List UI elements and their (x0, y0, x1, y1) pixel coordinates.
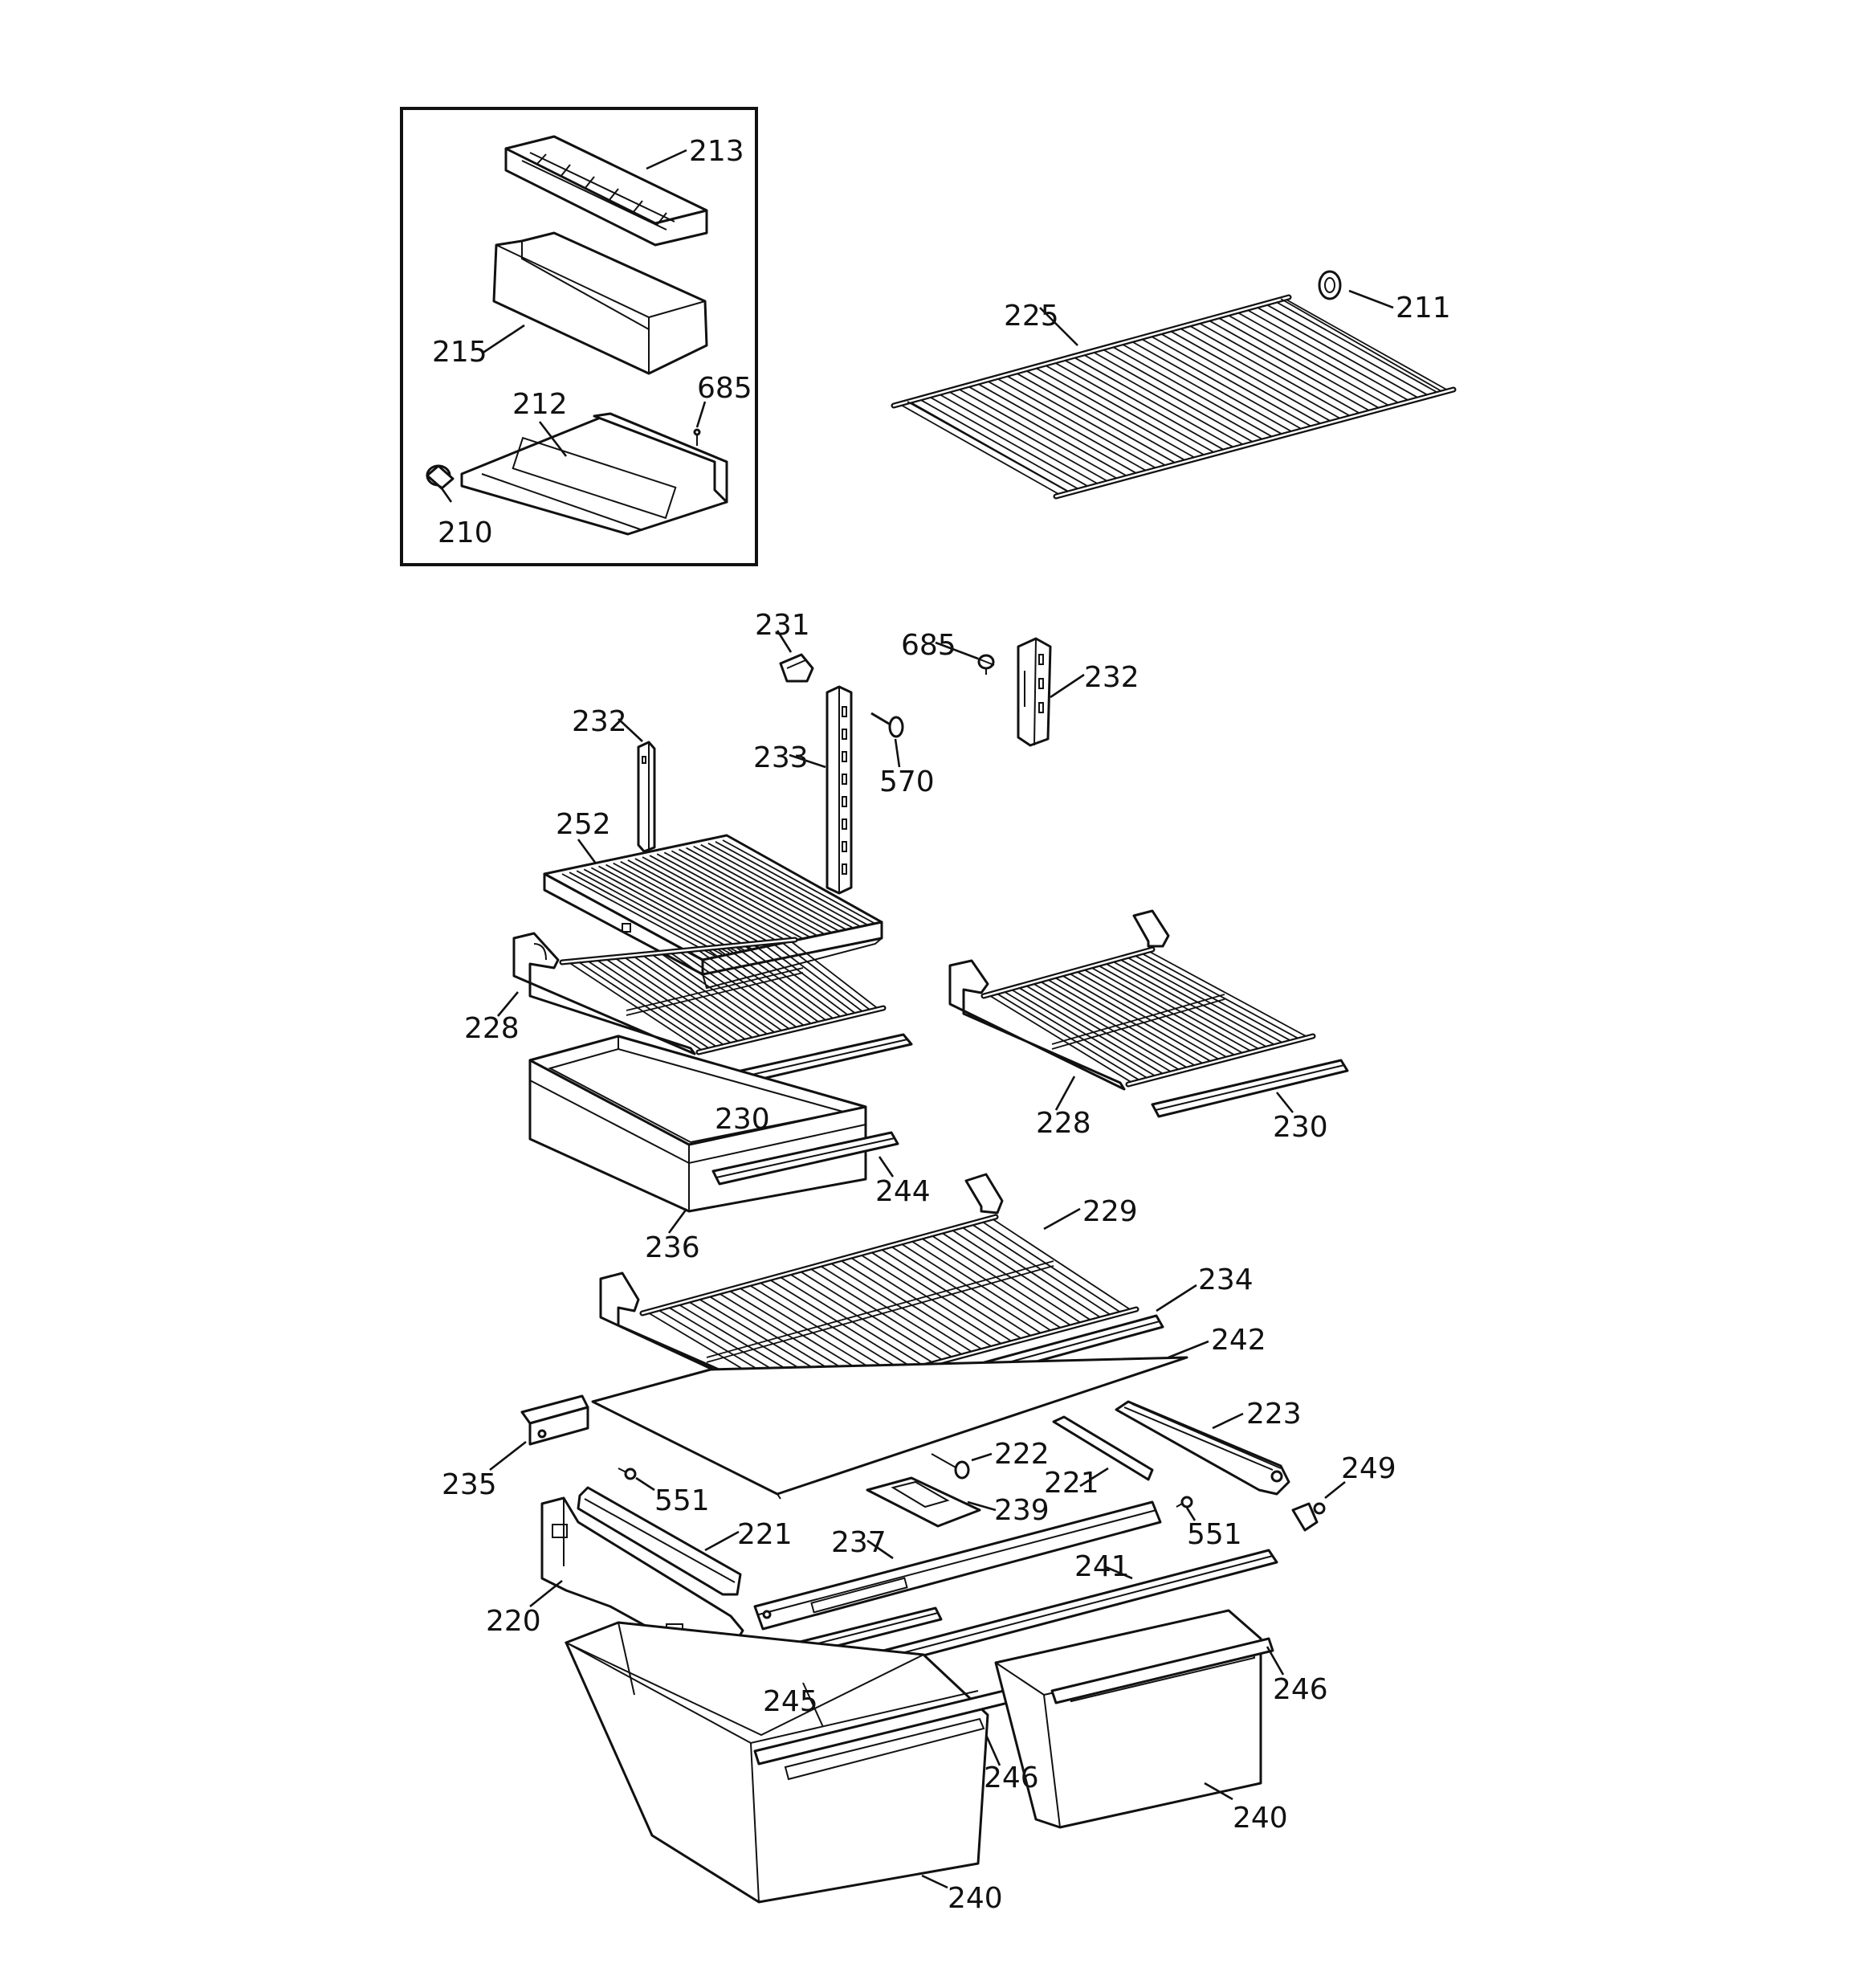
clip-231 (779, 653, 814, 683)
ice-rack-212 (460, 412, 728, 536)
callout-233: 233 (753, 741, 809, 774)
screw-685-inset (693, 428, 701, 446)
damper-249 (1291, 1502, 1326, 1532)
ice-tray-213 (504, 135, 708, 247)
callout-551-left: 551 (654, 1484, 710, 1517)
callout-215: 215 (432, 336, 487, 369)
cover-242 (591, 1356, 1188, 1500)
callout-229: 229 (1082, 1195, 1138, 1228)
callout-232-left: 232 (572, 705, 627, 738)
callout-246-left: 246 (984, 1761, 1039, 1794)
callout-249: 249 (1341, 1452, 1396, 1485)
callout-labels: 213 215 685 212 210 225 211 231 685 232 … (432, 135, 1451, 1915)
callout-225: 225 (1004, 300, 1059, 333)
callout-240-right: 240 (1233, 1802, 1288, 1835)
callout-236: 236 (645, 1231, 700, 1264)
pin-222 (931, 1453, 970, 1480)
callout-213: 213 (689, 135, 744, 168)
callout-232-right: 232 (1084, 661, 1139, 694)
screw-551-right (1176, 1496, 1193, 1508)
callout-241: 241 (1074, 1550, 1130, 1583)
wire-shelf-228-left (512, 932, 887, 1055)
rail-232-left (637, 741, 656, 853)
callout-221-right: 221 (1044, 1467, 1099, 1500)
callout-244: 244 (875, 1175, 931, 1208)
screw-551-left (618, 1468, 637, 1480)
bracket-235 (520, 1394, 589, 1446)
wire-shelf-229 (599, 1173, 1139, 1406)
rail-223 (1115, 1400, 1290, 1496)
bracket-239 (866, 1476, 981, 1528)
callout-220: 220 (486, 1605, 541, 1638)
callout-222: 222 (994, 1438, 1050, 1471)
callout-551-right: 551 (1187, 1518, 1242, 1551)
trim-244 (711, 1131, 899, 1186)
wire-shelf-228-right (948, 909, 1316, 1091)
rail-221-right (1052, 1415, 1154, 1481)
callout-228-right: 228 (1036, 1107, 1091, 1140)
ice-bin-215 (492, 231, 708, 375)
callout-685-main: 685 (901, 629, 956, 662)
callout-570: 570 (879, 765, 935, 798)
callout-223: 223 (1246, 1398, 1302, 1431)
callout-230-right: 230 (1273, 1111, 1328, 1144)
inset-icemaker-group (400, 107, 758, 566)
rail-232-right (1017, 637, 1052, 747)
callout-234: 234 (1198, 1263, 1254, 1296)
callout-237: 237 (831, 1526, 887, 1559)
callout-685-inset: 685 (697, 372, 752, 405)
rail-237 (753, 1500, 1162, 1631)
drawer-240-right (994, 1609, 1262, 1829)
rail-221-left (577, 1486, 742, 1596)
inset-frame (400, 107, 758, 566)
handle-246-right (1050, 1637, 1274, 1704)
rail-233 (826, 685, 853, 895)
callout-240-left: 240 (948, 1882, 1003, 1915)
screw-685-main (977, 654, 995, 675)
callout-245: 245 (763, 1685, 818, 1718)
callout-242: 242 (1211, 1324, 1266, 1357)
callout-239: 239 (994, 1494, 1050, 1527)
callout-210: 210 (438, 516, 493, 549)
callout-221-left: 221 (737, 1518, 793, 1551)
screw-570 (870, 712, 904, 738)
callout-252: 252 (556, 808, 611, 841)
callout-228-left: 228 (464, 1012, 520, 1045)
callout-246-right: 246 (1273, 1673, 1328, 1706)
glass-shelf-252 (543, 834, 883, 990)
drawer-240-left (564, 1621, 989, 1904)
callout-231: 231 (755, 609, 810, 642)
callout-230-left: 230 (715, 1103, 770, 1136)
callout-235: 235 (442, 1468, 497, 1501)
knob-210 (426, 464, 455, 490)
callout-211: 211 (1396, 292, 1451, 325)
trim-230-right (1151, 1059, 1349, 1118)
callout-212: 212 (512, 388, 568, 421)
bumper-211 (1318, 270, 1342, 300)
wire-shelf-225 (891, 294, 1457, 500)
